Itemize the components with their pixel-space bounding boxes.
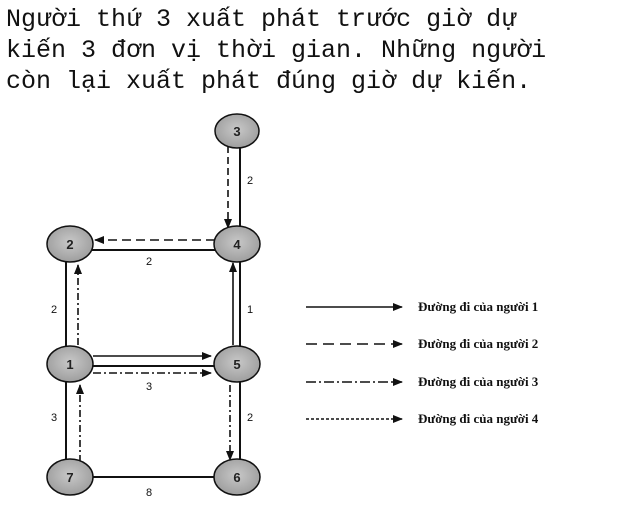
weight-7-1: 3 [51, 412, 57, 424]
svg-text:1: 1 [66, 357, 73, 372]
text-line: Người thứ 3 xuất phát trước giờ dự [6, 5, 517, 34]
svg-text:4: 4 [233, 237, 241, 252]
svg-text:3: 3 [233, 124, 240, 139]
node-6: 6 [213, 458, 261, 496]
node-5: 5 [213, 345, 261, 383]
node-1: 1 [46, 345, 94, 383]
text-line: còn lại xuất phát đúng giờ dự kiến. [6, 67, 532, 96]
weight-2-1: 2 [51, 304, 57, 316]
legend-label-person1: Đường đi của người 1 [418, 299, 538, 314]
svg-text:6: 6 [233, 470, 240, 485]
legend-label-person4: Đường đi của người 4 [418, 411, 539, 426]
legend-label-person2: Đường đi của người 2 [418, 336, 538, 351]
legend-label-person3: Đường đi của người 3 [418, 374, 539, 389]
legend: Đường đi của người 1 Đường đi của người … [306, 299, 539, 426]
svg-text:5: 5 [233, 357, 240, 372]
edges [65, 140, 241, 478]
weight-1-5: 3 [146, 381, 152, 393]
paths [74, 146, 237, 462]
weight-5-6: 2 [247, 412, 253, 424]
weight-4-5: 1 [247, 304, 253, 316]
weight-4-2: 2 [146, 256, 152, 268]
weight-3-4: 2 [247, 175, 253, 187]
edge-weights: 2 2 2 1 3 3 2 8 [51, 175, 253, 499]
svg-text:2: 2 [66, 237, 73, 252]
node-2: 2 [46, 225, 94, 263]
nodes: 3 2 4 1 5 7 6 [46, 113, 261, 496]
text-line: kiến 3 đơn vị thời gian. Những người [6, 36, 547, 65]
node-4: 4 [213, 225, 261, 263]
node-7: 7 [46, 458, 94, 496]
node-3: 3 [214, 113, 260, 149]
svg-text:7: 7 [66, 470, 73, 485]
weight-7-6: 8 [146, 487, 152, 499]
